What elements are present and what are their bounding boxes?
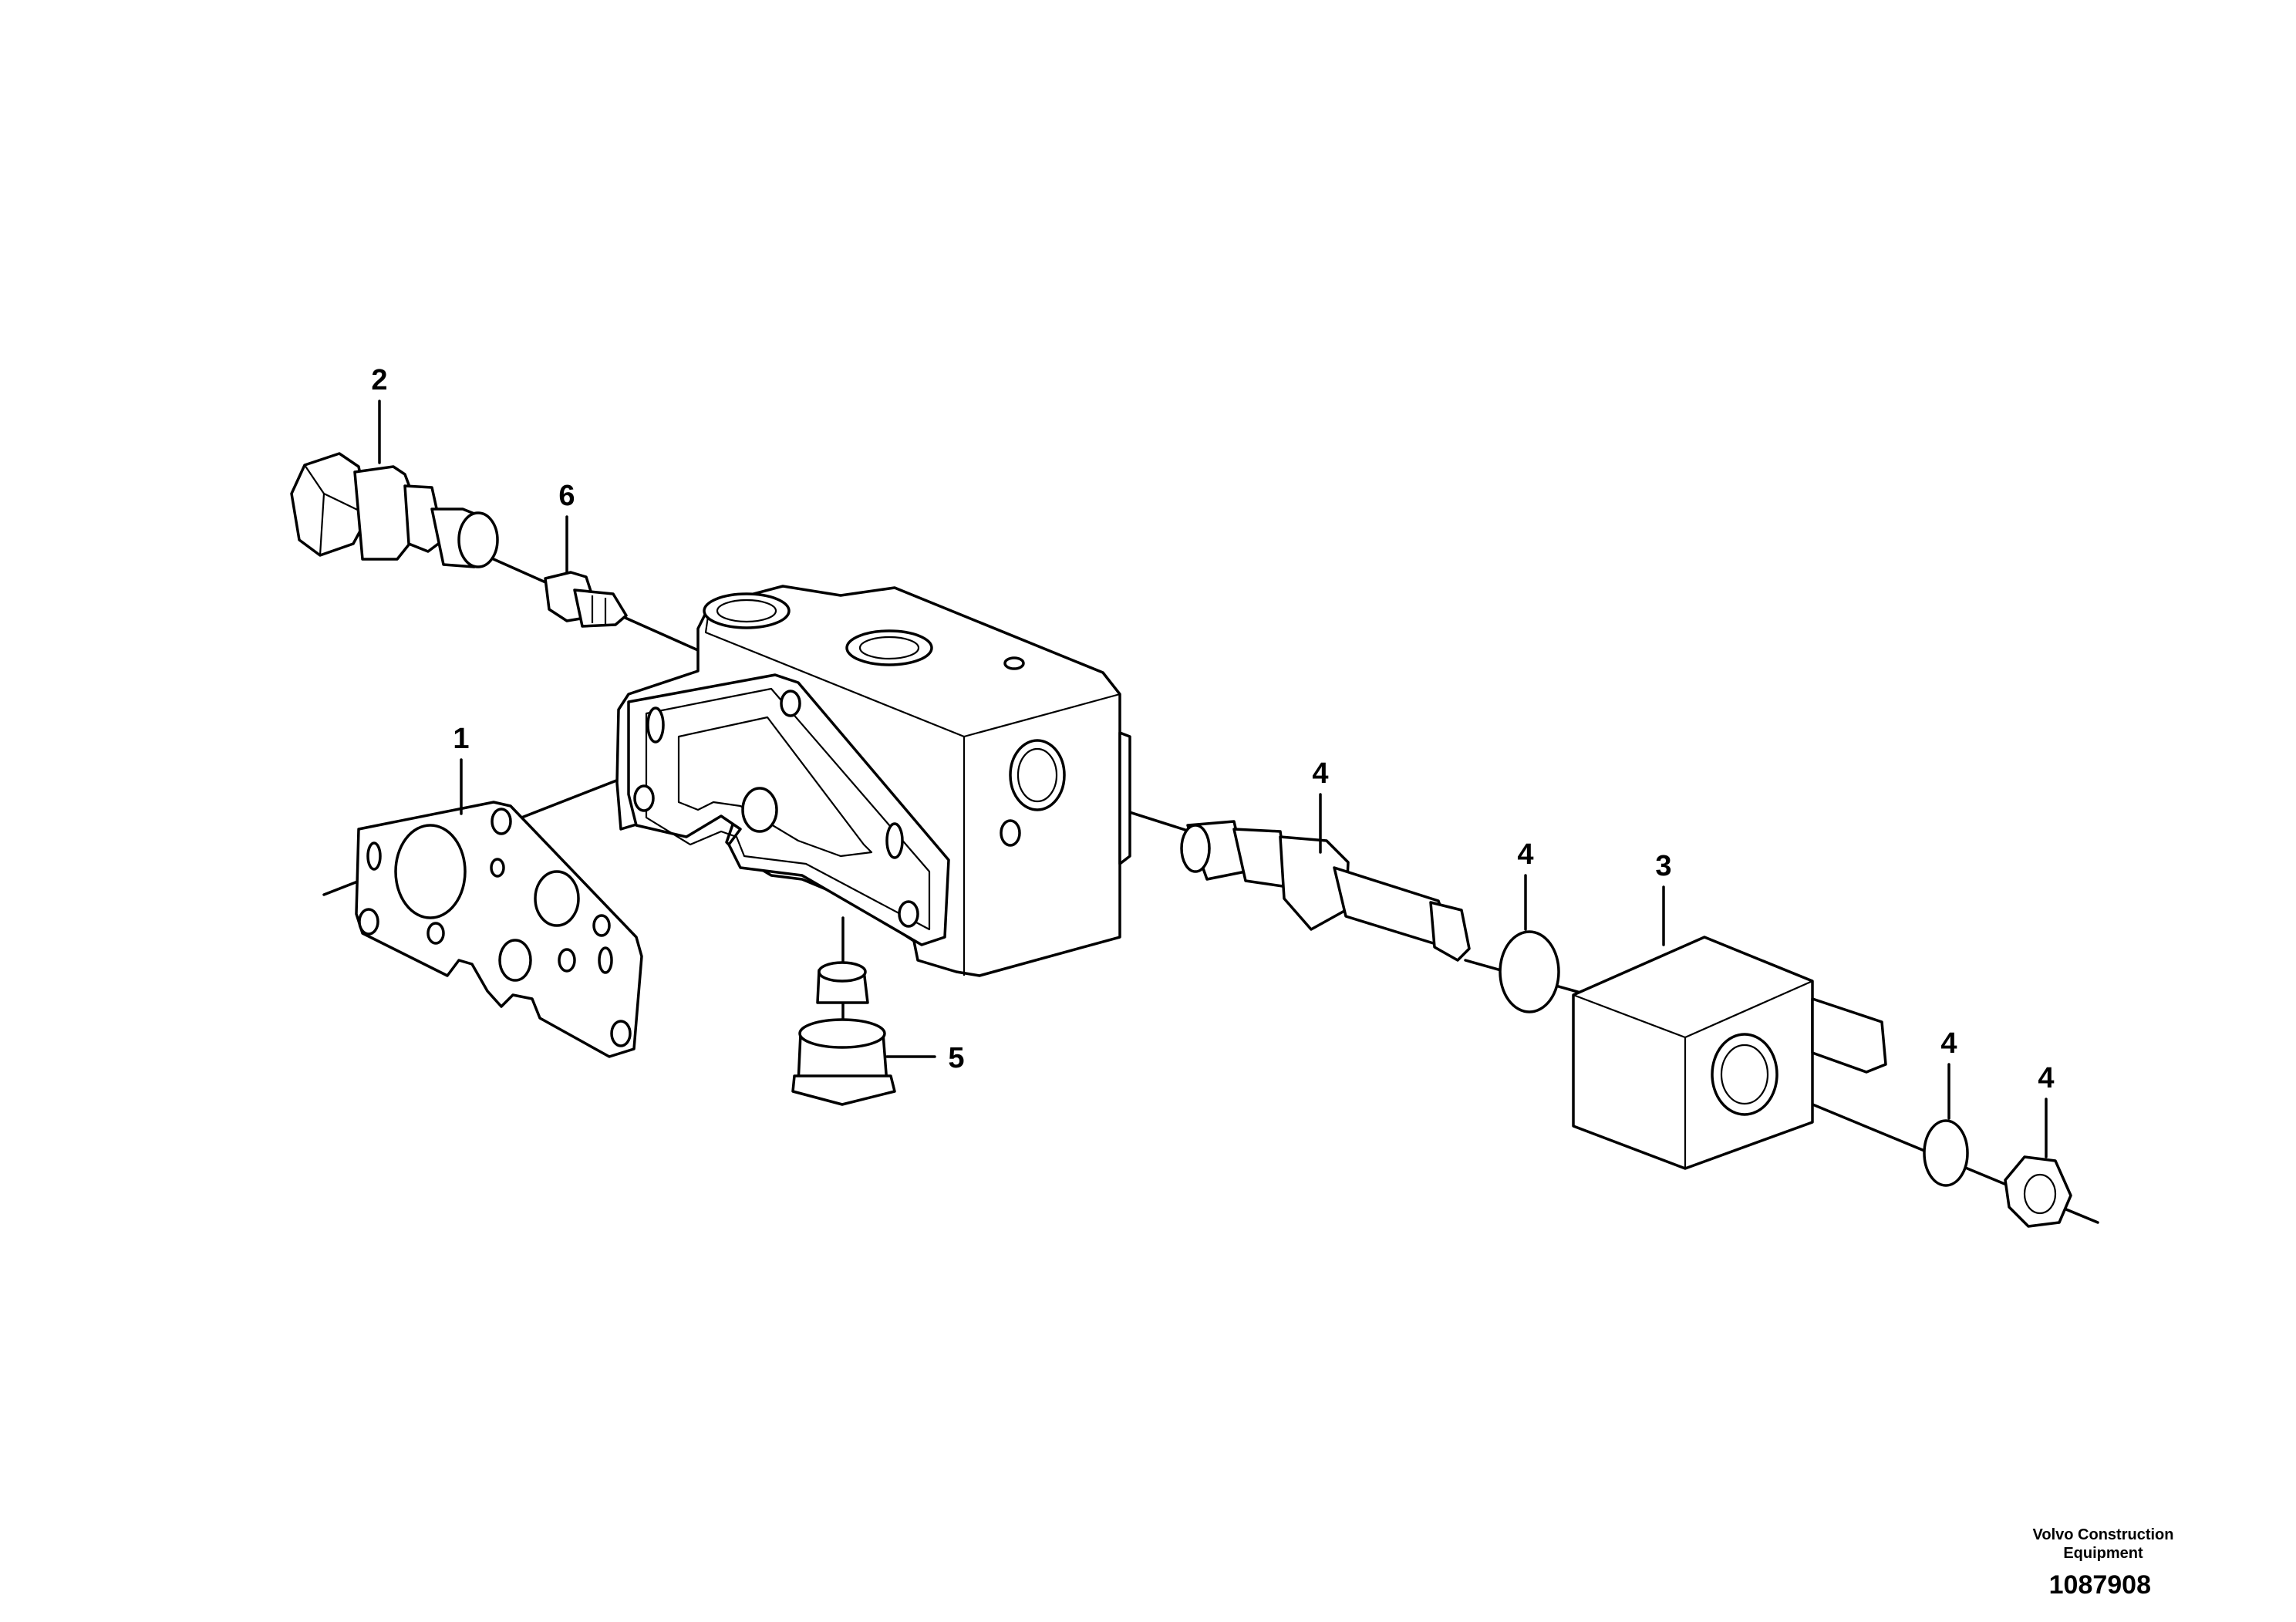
plug-and-cap xyxy=(791,961,896,1106)
relief-valve-cartridge xyxy=(290,452,499,568)
solenoid-cartridge xyxy=(1180,820,1471,962)
callout-4-nut: 4 xyxy=(2038,1062,2054,1094)
callout-labels: 2 6 1 4 4 3 5 4 4 xyxy=(371,364,2054,1094)
valve-body xyxy=(615,585,1131,977)
callout-4-cartridge: 4 xyxy=(1312,757,1328,790)
brand-line-2: Equipment xyxy=(2063,1545,2143,1562)
brand-line-1: Volvo Construction xyxy=(2032,1526,2174,1543)
drawing-number: 1087908 xyxy=(2048,1570,2151,1600)
o-ring-upper xyxy=(1499,930,1560,1013)
solenoid-coil xyxy=(1572,936,1887,1170)
callout-5: 5 xyxy=(948,1042,964,1074)
callout-6: 6 xyxy=(558,480,575,512)
gasket-plate xyxy=(355,801,643,1058)
callout-1: 1 xyxy=(453,723,469,755)
callout-leaders xyxy=(378,400,2048,1158)
o-ring-lower xyxy=(1923,1119,1969,1187)
callout-2: 2 xyxy=(371,364,387,396)
callout-4-o-ring-upper: 4 xyxy=(1517,838,1533,871)
callout-4-o-ring-lower: 4 xyxy=(1940,1027,1957,1060)
spool-insert xyxy=(544,571,628,628)
brand-label: Volvo Construction Equipment xyxy=(2011,1526,2196,1563)
hex-nut xyxy=(2004,1155,2072,1228)
callout-3: 3 xyxy=(1655,850,1671,882)
